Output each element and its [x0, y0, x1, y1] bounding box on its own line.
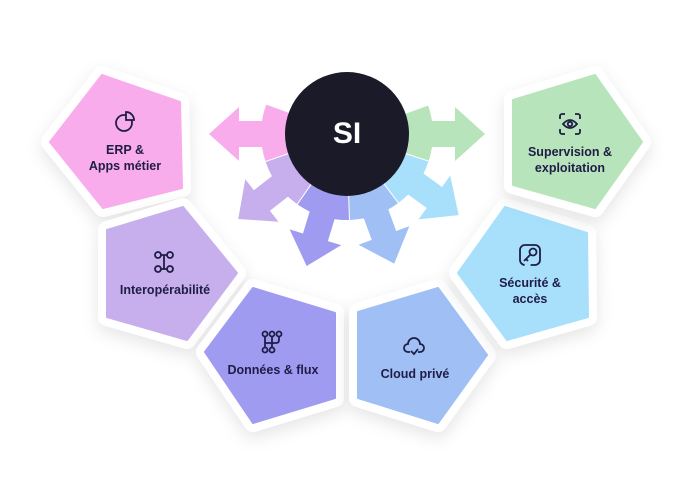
label-line: ERP &	[106, 143, 144, 157]
pentagon-cloud	[357, 287, 488, 424]
label-line: Interopérabilité	[119, 283, 211, 297]
node-data	[196, 279, 344, 432]
key-icon	[518, 243, 542, 272]
node-erp	[41, 66, 191, 217]
label-line: Apps métier	[88, 159, 162, 173]
nodes-connector-icon	[153, 250, 177, 279]
label-line: Cloud privé	[380, 367, 450, 381]
node-cloud	[349, 279, 496, 432]
arrows-ring	[209, 102, 485, 266]
pentagon-erp	[49, 74, 183, 209]
pentagon-supervision	[512, 74, 643, 209]
data-flow-icon	[261, 330, 285, 359]
label-line: Données & flux	[227, 363, 319, 377]
cloud-check-icon	[403, 334, 427, 363]
center-label: SI	[332, 117, 362, 150]
node-label-cloud: Cloud privé	[355, 366, 475, 382]
arrow-erp	[209, 107, 277, 161]
node-interop	[98, 198, 246, 349]
node-label-interop: Interopérabilité	[105, 282, 225, 298]
pie-chart-icon	[113, 110, 137, 139]
center-circle	[285, 72, 409, 196]
arrow-data	[289, 197, 342, 266]
segment-divider	[401, 102, 432, 116]
label-line: accès	[512, 292, 548, 306]
pentagon-interop	[106, 206, 238, 341]
pentagon-security	[457, 206, 589, 341]
node-security	[449, 198, 597, 349]
pentagon-data	[204, 287, 336, 424]
eye-scan-icon	[558, 112, 582, 141]
label-line: exploitation	[534, 161, 606, 175]
node-label-security: Sécurité & accès	[470, 275, 590, 307]
arrow-cloud	[358, 195, 410, 264]
node-label-data: Données & flux	[213, 362, 333, 378]
arrow-supervision	[417, 107, 485, 161]
label-line: Supervision &	[527, 145, 613, 159]
node-label-supervision: Supervision & exploitation	[510, 144, 630, 176]
arrow-security	[395, 164, 459, 220]
label-line: Sécurité &	[499, 276, 561, 290]
node-supervision	[504, 66, 651, 217]
arrow-interop	[238, 166, 300, 222]
node-label-erp: ERP & Apps métier	[65, 142, 185, 174]
